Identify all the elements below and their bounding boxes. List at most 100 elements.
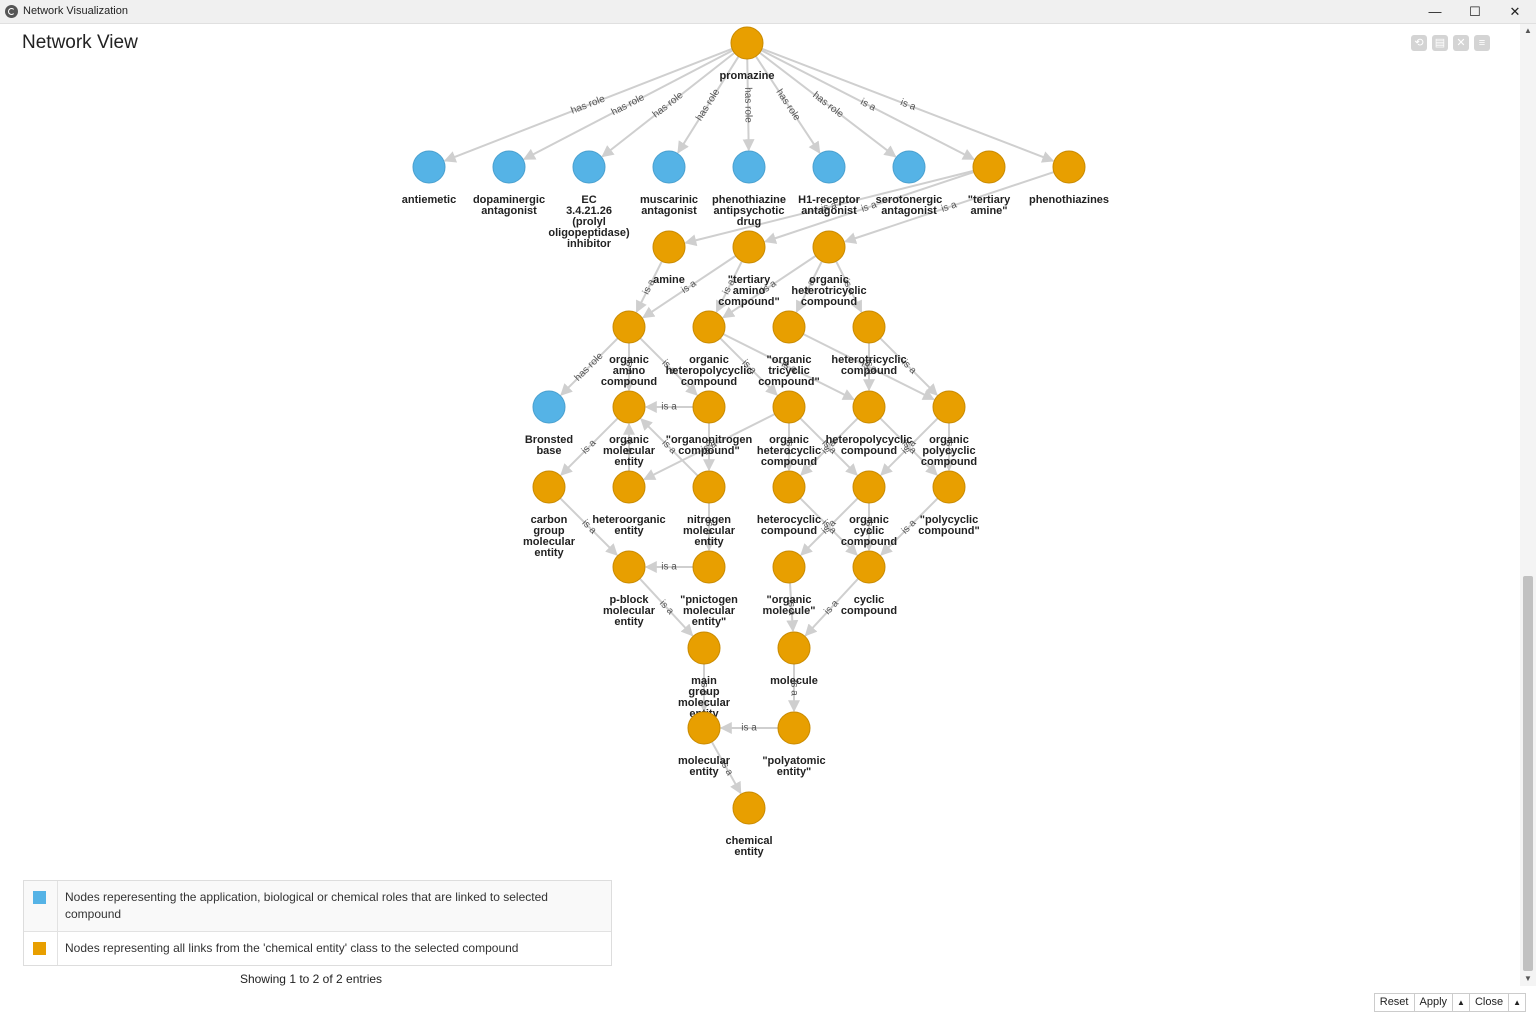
node-circle[interactable] <box>772 470 806 504</box>
node-circle[interactable] <box>692 550 726 584</box>
edge-promazine-pheno_drug <box>742 58 755 152</box>
node-molecule[interactable]: molecule <box>770 631 818 687</box>
node-amine[interactable]: amine <box>652 230 686 286</box>
node-circle[interactable] <box>687 631 721 665</box>
node-circle[interactable] <box>492 150 526 184</box>
edge-mol_entity-chem_entity <box>710 741 742 795</box>
node-circle[interactable] <box>612 310 646 344</box>
node-circle[interactable] <box>812 150 846 184</box>
node-circle[interactable] <box>612 390 646 424</box>
node-circle[interactable] <box>612 550 646 584</box>
node-circle[interactable] <box>892 150 926 184</box>
maximize-icon[interactable]: ☐ <box>1469 4 1481 19</box>
scroll-up-icon[interactable]: ▲ <box>1524 26 1532 35</box>
node-circle[interactable] <box>772 390 806 424</box>
edge-label: has role <box>610 92 647 118</box>
edge-label: is a <box>859 97 878 114</box>
close-icon[interactable]: ✕ <box>1509 4 1521 19</box>
fit-icon[interactable]: ✕ <box>1453 35 1469 51</box>
node-circle[interactable] <box>932 470 966 504</box>
node-circle[interactable] <box>852 310 886 344</box>
node-circle[interactable] <box>730 26 764 60</box>
close-button[interactable]: Close <box>1468 993 1510 1012</box>
node-circle[interactable] <box>412 150 446 184</box>
minimize-icon[interactable]: — <box>1428 4 1442 19</box>
node-circle[interactable] <box>972 150 1006 184</box>
edge-label: is a <box>623 359 634 375</box>
node-circle[interactable] <box>732 230 766 264</box>
node-circle[interactable] <box>932 390 966 424</box>
node-circle[interactable] <box>652 230 686 264</box>
node-circle[interactable] <box>772 550 806 584</box>
node-circle[interactable] <box>852 390 886 424</box>
node-phenothiazines[interactable]: phenothiazines <box>1029 150 1109 206</box>
node-circle[interactable] <box>777 711 811 745</box>
node-circle[interactable] <box>687 711 721 745</box>
node-circle[interactable] <box>852 470 886 504</box>
node-main_group[interactable]: maingroupmolecularentity <box>678 631 731 720</box>
vertical-scrollbar[interactable]: ▲ ▼ <box>1520 24 1536 986</box>
node-circle[interactable] <box>612 470 646 504</box>
apply-dropdown-icon[interactable]: ▲ <box>1452 993 1470 1012</box>
scroll-down-icon[interactable]: ▼ <box>1524 974 1532 983</box>
close-dropdown-icon[interactable]: ▲ <box>1508 993 1526 1012</box>
node-circle[interactable] <box>652 150 686 184</box>
node-circle[interactable] <box>532 470 566 504</box>
node-circle[interactable] <box>812 230 846 264</box>
refresh-icon[interactable]: ⟲ <box>1411 35 1427 51</box>
apply-button[interactable]: Apply <box>1413 993 1454 1012</box>
node-circle[interactable] <box>1052 150 1086 184</box>
node-circle[interactable] <box>852 550 886 584</box>
node-circle[interactable] <box>732 150 766 184</box>
node-circle[interactable] <box>777 631 811 665</box>
scroll-thumb[interactable] <box>1523 576 1533 971</box>
node-circle[interactable] <box>572 150 606 184</box>
node-promazine[interactable]: promazine <box>719 26 775 82</box>
node-circle[interactable] <box>772 310 806 344</box>
node-circle[interactable] <box>732 791 766 825</box>
node-antiemetic[interactable]: antiemetic <box>402 150 456 206</box>
node-circle[interactable] <box>532 390 566 424</box>
menu-icon[interactable]: ≡ <box>1474 35 1490 51</box>
layout-icon[interactable]: ▤ <box>1432 35 1448 51</box>
reset-button[interactable]: Reset <box>1373 993 1415 1012</box>
node-circle[interactable] <box>692 310 726 344</box>
node-circle[interactable] <box>692 470 726 504</box>
node-circle[interactable] <box>692 390 726 424</box>
